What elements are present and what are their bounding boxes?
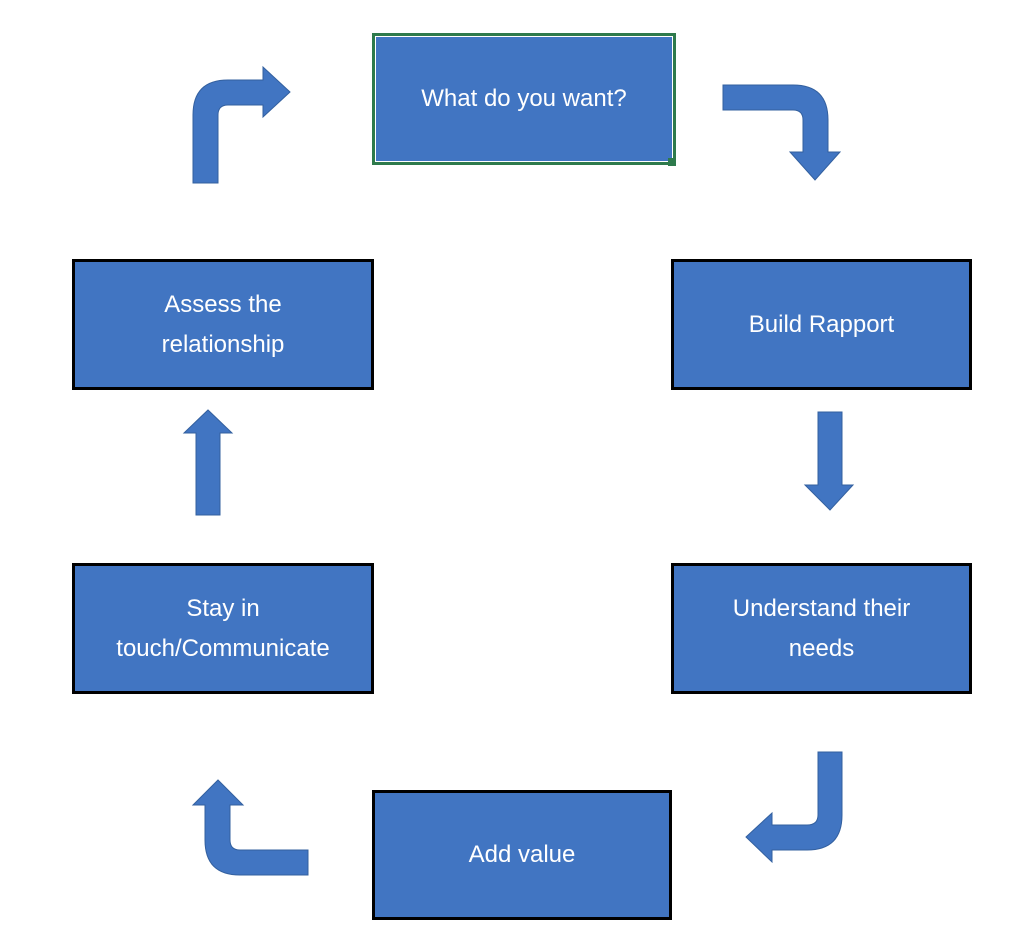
bent-arrow-left-icon: [745, 751, 843, 864]
arrow-down-icon: [803, 411, 855, 511]
step-label: What do you want?: [421, 85, 627, 112]
step-add-value[interactable]: Add value: [372, 790, 672, 920]
step-build-rapport[interactable]: Build Rapport: [671, 259, 972, 390]
step-label: Build Rapport: [748, 310, 895, 338]
step-understand-needs[interactable]: Understand their needs: [671, 563, 972, 694]
step-stay-in-touch[interactable]: Stay in touch/Communicate: [72, 563, 374, 694]
step-label: Add value: [468, 841, 576, 868]
step-what-do-you-want[interactable]: What do you want?: [372, 33, 676, 165]
bent-arrow-up-icon: [191, 779, 309, 876]
step-label: Understand their needs: [732, 594, 911, 662]
step-assess-relationship[interactable]: Assess the relationship: [72, 259, 374, 390]
step-label: Assess the relationship: [161, 290, 285, 358]
resize-handle[interactable]: [668, 158, 676, 166]
step-label: Stay in touch/Communicate: [116, 594, 330, 662]
arrow-up-icon: [182, 409, 234, 516]
bent-arrow-down-icon: [722, 84, 842, 181]
bent-arrow-right-icon: [192, 65, 291, 184]
